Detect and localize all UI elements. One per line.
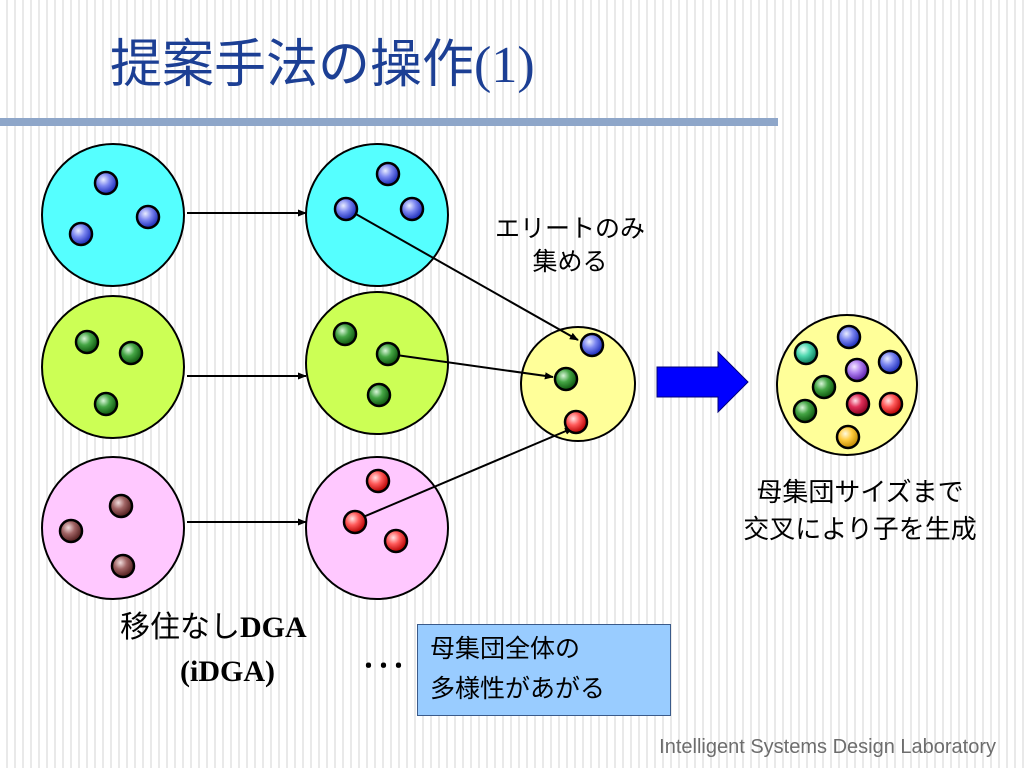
elite-arrow-green <box>388 353 554 380</box>
big-blue-arrow <box>656 350 749 414</box>
elite-arrow-red <box>355 427 574 521</box>
elite-label-line2: 集める <box>532 247 608 276</box>
note-line2: 多様性があがる <box>430 674 606 703</box>
offspring-individual <box>836 324 862 350</box>
individual-blue <box>68 221 94 247</box>
individual-brown <box>110 553 136 579</box>
crossover-label-line1: 母集団サイズまで <box>756 478 964 508</box>
slide-title: 提案手法の操作(1) <box>110 22 535 97</box>
population-circle-green-evolved <box>305 291 449 435</box>
individual-blue <box>333 196 359 222</box>
population-circle-blue-evolved <box>305 143 449 287</box>
individual-blue <box>375 161 401 187</box>
individual-green <box>93 391 119 417</box>
individual-blue <box>93 170 119 196</box>
individual-red <box>365 468 391 494</box>
idga-label-dga: DGA <box>240 611 307 644</box>
elite-arrow-blue <box>346 208 579 341</box>
offspring-individual <box>844 357 870 383</box>
title-number: (1) <box>474 37 535 94</box>
crossover-label-line2: 交叉により子を生成 <box>743 515 977 545</box>
individual-red <box>342 509 368 535</box>
population-circle-pink-initial <box>41 456 185 600</box>
idga-label-abbrev: (iDGA) <box>180 655 275 688</box>
idga-label: 移住なしDGA (iDGA) <box>120 606 380 694</box>
offspring-individual <box>878 391 904 417</box>
offspring-individual <box>845 391 871 417</box>
idga-label-jp: 移住なし <box>120 610 240 645</box>
individual-green <box>332 321 358 347</box>
elite-individual-red <box>563 409 589 435</box>
diversity-note-box: 母集団全体の 多様性があがる <box>417 624 671 716</box>
title-underline <box>0 118 778 126</box>
offspring-individual <box>792 398 818 424</box>
population-circle-green-initial <box>41 295 185 439</box>
ellipsis: ･･･ <box>362 652 408 682</box>
individual-blue <box>135 204 161 230</box>
footer-lab-name: Intelligent Systems Design Laboratory <box>659 736 996 758</box>
individual-blue <box>399 196 425 222</box>
individual-brown <box>58 518 84 544</box>
elite-individual-blue <box>579 332 605 358</box>
individual-green <box>366 382 392 408</box>
individual-green <box>74 329 100 355</box>
individual-red <box>383 528 409 554</box>
elite-collection-circle <box>520 326 636 442</box>
individual-brown <box>108 493 134 519</box>
population-circle-pink-evolved <box>305 456 449 600</box>
elite-individual-green <box>553 366 579 392</box>
population-circle-blue-initial <box>41 143 185 287</box>
crossover-label: 母集団サイズまで 交叉により子を生成 <box>710 475 1010 549</box>
offspring-individual <box>811 374 837 400</box>
title-text: 提案手法の操作 <box>110 35 475 95</box>
individual-green <box>375 341 401 367</box>
individual-green <box>118 340 144 366</box>
note-line1: 母集団全体の <box>430 634 581 663</box>
elite-label: エリートのみ 集める <box>470 212 670 278</box>
offspring-individual <box>793 340 819 366</box>
elite-label-line1: エリートのみ <box>494 214 645 243</box>
offspring-individual <box>835 424 861 450</box>
offspring-individual <box>877 349 903 375</box>
